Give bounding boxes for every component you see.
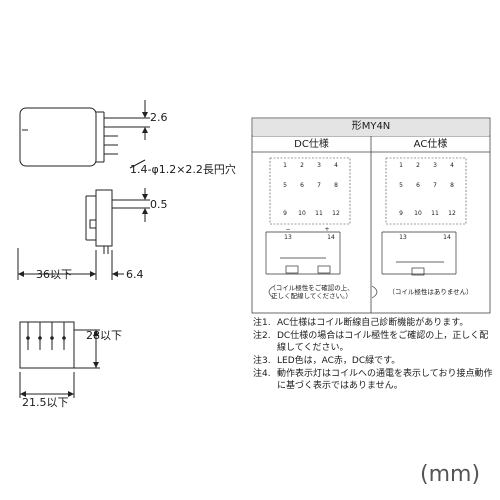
dc-pin-label: 7 — [317, 182, 321, 189]
note-label: 注3. — [253, 356, 271, 366]
note-label: 注4. — [253, 369, 271, 379]
note-text: 動作表示灯はコイルへの通電を表示しており接点動作に基づく表示ではありません。 — [277, 369, 493, 391]
dc-pin-label: 1 — [283, 162, 287, 169]
hole-spec-dim: 1.4-φ1.2×2.2長円穴 — [130, 163, 236, 176]
note-item: 注4. 動作表示灯はコイルへの通電を表示しており接点動作に基づく表示ではありませ… — [253, 369, 493, 393]
ac-caption: （コイル極性はありません） — [388, 288, 473, 296]
ac-pin-label: 2 — [416, 162, 420, 169]
dc-pin-label: 2 — [300, 162, 304, 169]
dc-pin-label: 6 — [300, 182, 304, 189]
ac-pin-label: 11 — [431, 210, 439, 217]
dc-pin-label: 11 — [315, 210, 323, 217]
ac-coil-pin: 14 — [443, 234, 451, 241]
body-depth-dim: 36以下 — [36, 268, 72, 281]
dc-pin-label: 9 — [283, 210, 287, 217]
note-label: 注2. — [253, 331, 271, 341]
ac-pin-label: 10 — [414, 210, 422, 217]
note-label: 注1. — [253, 318, 271, 328]
note-item: 注2. DC仕様の場合はコイル極性をご確認の上，正しく配線してください。 — [253, 331, 493, 355]
note-item: 注3. LED色は，AC赤，DC緑です。 — [253, 356, 493, 368]
dc-pin-label: 10 — [298, 210, 306, 217]
dc-pin-label: 12 — [332, 210, 340, 217]
dc-coil-pin: 13 — [284, 234, 292, 241]
ac-pin-label: 6 — [416, 182, 420, 189]
pin-pitch-dim: 2.6 — [150, 111, 168, 124]
model-title: 形MY4N — [351, 121, 391, 132]
terminal-thickness-dim: 0.5 — [150, 198, 168, 211]
dc-polarity-plus: + — [324, 226, 330, 233]
height-dim: 28以下 — [86, 329, 122, 342]
note-item: 注1. AC仕様はコイル断線自己診断機能があります。 — [253, 318, 493, 330]
dc-pin-label: 8 — [334, 182, 338, 189]
dc-spec-header: DC仕様 — [294, 139, 329, 150]
dc-pin-label: 5 — [283, 182, 287, 189]
ac-pin-label: 4 — [450, 162, 454, 169]
terminal-length-dim: 6.4 — [126, 268, 144, 281]
width-dim: 21.5以下 — [22, 396, 69, 409]
note-text: DC仕様の場合はコイル極性をご確認の上，正しく配線してください。 — [277, 331, 489, 353]
dc-coil-pin: 14 — [327, 234, 335, 241]
ac-pin-label: 8 — [450, 182, 454, 189]
note-text: AC仕様はコイル断線自己診断機能があります。 — [277, 318, 469, 328]
ac-pin-label: 3 — [433, 162, 437, 169]
unit-label: (mm) — [420, 462, 481, 487]
dc-pin-label: 3 — [317, 162, 321, 169]
ac-spec-header: AC仕様 — [413, 139, 448, 150]
note-text: LED色は，AC赤，DC緑です。 — [277, 356, 401, 366]
ac-pin-label: 5 — [399, 182, 403, 189]
dc-polarity-minus: − — [285, 226, 291, 233]
ac-pin-label: 9 — [399, 210, 403, 217]
dc-pin-label: 4 — [334, 162, 338, 169]
dc-caption-line2: 正しく配線してください。） — [271, 292, 352, 300]
ac-pin-label: 7 — [433, 182, 437, 189]
dc-caption-line1: （コイル極性をご確認の上、 — [269, 284, 354, 292]
ac-pin-label: 1 — [399, 162, 403, 169]
ac-pin-label: 12 — [448, 210, 456, 217]
ac-coil-pin: 13 — [399, 234, 407, 241]
